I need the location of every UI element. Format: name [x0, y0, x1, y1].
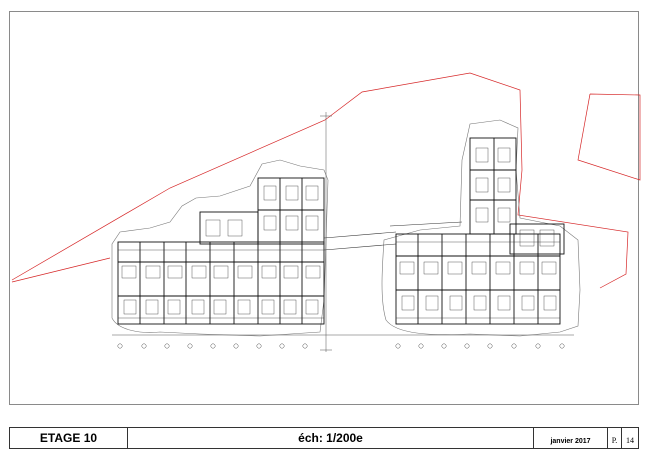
- right-wing-rooms: [396, 147, 560, 319]
- page-prefix: P.: [608, 428, 622, 448]
- landscape-outline: [111, 119, 581, 337]
- connector: [323, 221, 463, 251]
- level-label: ETAGE 10: [10, 428, 128, 448]
- page-number: 14: [626, 435, 634, 445]
- left-wing-rooms: [118, 185, 324, 319]
- plot-boundary: [11, 72, 641, 289]
- title-block: ETAGE 10 éch: 1/200e janvier 2017 P. 14: [9, 427, 639, 449]
- axis-bubbles: [117, 343, 565, 349]
- scale-label: éch: 1/200e: [128, 428, 534, 448]
- right-wing: [395, 137, 565, 325]
- plan-frame: [9, 11, 639, 405]
- left-wing: [117, 177, 325, 325]
- date-label: janvier 2017: [534, 428, 608, 448]
- axis-grid: [112, 112, 574, 352]
